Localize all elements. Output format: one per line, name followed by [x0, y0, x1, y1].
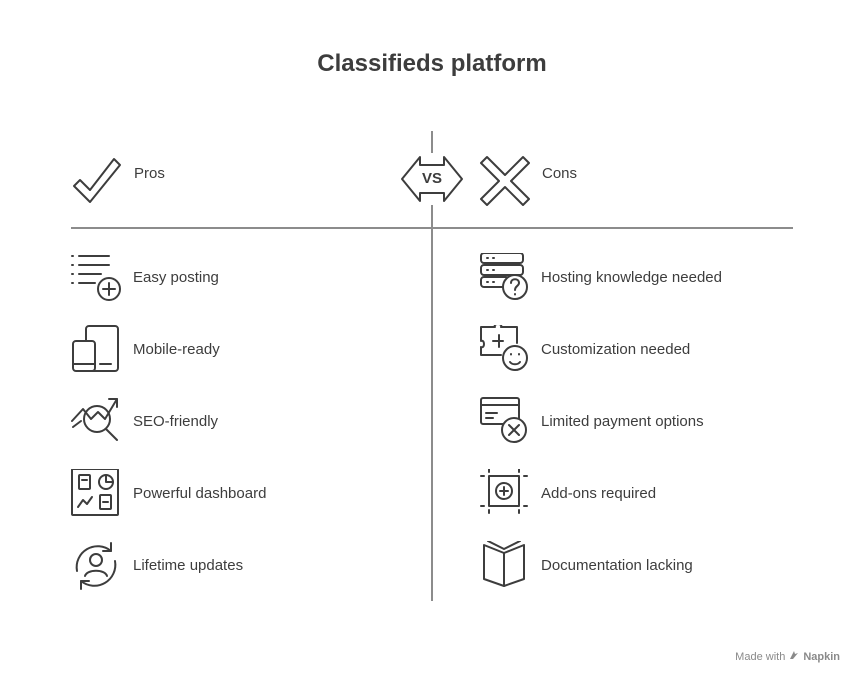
cons-header: Cons — [542, 165, 578, 182]
made-with-text: Made with — [735, 650, 786, 663]
checkmark-icon — [71, 155, 123, 207]
brand-name: Napkin — [803, 650, 840, 663]
list-add-icon — [71, 253, 123, 305]
pros-item-label: Mobile-ready — [133, 341, 220, 358]
pros-item-label: SEO-friendly — [133, 413, 219, 430]
card-cancel-icon — [479, 397, 531, 449]
napkin-logo-icon — [789, 650, 799, 663]
vs-badge: VS — [400, 153, 464, 205]
cons-item-label: Hosting knowledge needed — [541, 269, 722, 286]
cons-item-label: Add-ons required — [541, 485, 657, 502]
diagram-title: Classifieds platform — [317, 50, 547, 77]
trend-search-icon — [71, 397, 123, 449]
add-frame-icon — [479, 468, 531, 521]
cons-item-label: Documentation lacking — [541, 557, 693, 574]
cons-item-label: Limited payment options — [541, 413, 704, 430]
user-refresh-icon — [71, 541, 123, 593]
header-divider — [71, 227, 793, 229]
footer-credit: Made with Napkin — [735, 650, 840, 663]
pros-item-label: Easy posting — [133, 269, 219, 286]
dashboard-icon — [71, 468, 123, 521]
pros-header: Pros — [134, 165, 165, 182]
cons-item-label: Customization needed — [541, 341, 691, 358]
open-book-icon — [479, 540, 531, 593]
pros-item-label: Lifetime updates — [133, 557, 244, 574]
server-question-icon — [479, 252, 531, 305]
vs-label: VS — [421, 170, 442, 187]
center-divider — [431, 131, 433, 601]
puzzle-face-icon — [479, 323, 531, 377]
devices-icon — [71, 325, 123, 377]
pros-item-label: Powerful dashboard — [133, 485, 267, 502]
cross-icon — [479, 155, 531, 207]
